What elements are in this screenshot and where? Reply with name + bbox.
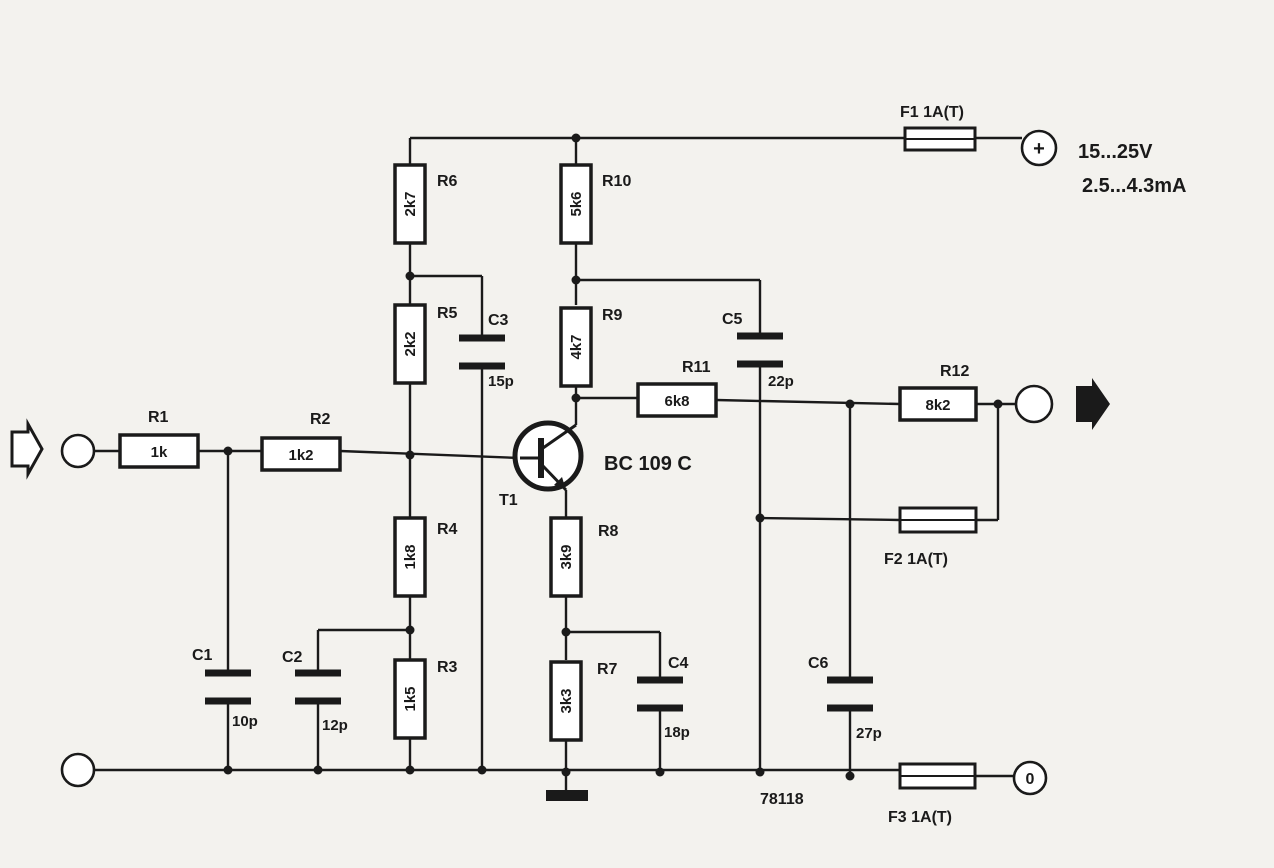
fuse-label: F2 1A(T) [884, 551, 948, 568]
fuse-f1: F1 1A(T) [900, 104, 977, 152]
junction-dot [845, 399, 855, 409]
resistor-ref: R4 [437, 521, 458, 538]
junction-dot [313, 765, 323, 775]
resistor-ref: R7 [597, 661, 618, 678]
junction-dot [571, 133, 581, 143]
resistor-ref: R3 [437, 659, 458, 676]
resistor-value: 1k2 [288, 447, 313, 464]
resistor-value: 1k [151, 444, 168, 461]
resistor-ref: R5 [437, 305, 458, 322]
supply-plus-terminal: + [1020, 129, 1058, 167]
fuse-label: F1 1A(T) [900, 104, 964, 121]
capacitor-ref: C2 [282, 649, 303, 666]
resistor-r1: 1k R1 [118, 409, 200, 469]
resistor-r2: 1k2 R2 [260, 411, 342, 472]
capacitor-value: 15p [488, 373, 514, 390]
output-arrow-icon [1076, 378, 1110, 430]
transistor-t1: BC 109 C T1 [499, 420, 692, 509]
capacitor-c5: C5 22p [722, 311, 794, 390]
junction-dot [405, 625, 415, 635]
resistor-ref: R12 [940, 363, 969, 380]
junctions [223, 133, 1003, 781]
resistor-value: 8k2 [925, 397, 950, 414]
capacitor-value: 22p [768, 373, 794, 390]
junction-dot [655, 767, 665, 777]
junction-dot [561, 767, 571, 777]
capacitor-c1: C1 10p [192, 647, 258, 730]
capacitor-c6: C6 27p [808, 655, 882, 742]
transistor-type: BC 109 C [604, 453, 692, 475]
supply-voltage: 15...25V [1078, 141, 1153, 163]
capacitor-ref: C6 [808, 655, 829, 672]
supply-ground-terminal: 0 [1012, 760, 1048, 796]
resistor-ref: R1 [148, 409, 169, 426]
resistor-r8: 3k9 R8 [549, 516, 619, 598]
resistor-ref: R10 [602, 173, 631, 190]
output-terminal [1014, 384, 1054, 424]
resistor-r11: 6k8 R11 [636, 359, 718, 418]
resistor-value: 3k3 [558, 688, 575, 713]
resistor-r4: 1k8 R4 [393, 516, 458, 598]
resistor-ref: R6 [437, 173, 458, 190]
junction-dot [405, 765, 415, 775]
capacitor-ref: C1 [192, 647, 213, 664]
resistor-r7: 3k3 R7 [549, 660, 618, 742]
fuse-label: F3 1A(T) [888, 809, 952, 826]
fuse-f2: F2 1A(T) [884, 506, 978, 568]
plus-symbol: + [1033, 138, 1045, 160]
resistor-r12: 8k2 R12 [898, 363, 978, 422]
resistor-value: 6k8 [664, 393, 689, 410]
junction-dot [405, 450, 415, 460]
supply-current: 2.5...4.3mA [1082, 175, 1187, 197]
junction-dot [223, 446, 233, 456]
junction-dot [571, 393, 581, 403]
resistor-ref: R2 [310, 411, 331, 428]
junction-dot [477, 765, 487, 775]
resistor-ref: R11 [682, 359, 711, 376]
junction-dot [571, 275, 581, 285]
capacitor-value: 27p [856, 725, 882, 742]
capacitor-ref: C5 [722, 311, 743, 328]
junction-dot [561, 627, 571, 637]
resistor-r9: 4k7 R9 [559, 306, 623, 388]
input-ground-terminal [60, 752, 96, 788]
drawing-number: 78118 [760, 791, 804, 808]
input-terminal [60, 433, 96, 469]
resistor-value: 1k5 [402, 686, 419, 711]
junction-dot [755, 767, 765, 777]
capacitor-value: 10p [232, 713, 258, 730]
capacitor-ref: C3 [488, 312, 509, 329]
resistor-value: 4k7 [568, 334, 585, 359]
resistor-r3: 1k5 R3 [393, 658, 458, 740]
junction-dot [845, 771, 855, 781]
junction-dot [755, 513, 765, 523]
capacitor-ref: C4 [668, 655, 689, 672]
transistor-ref: T1 [499, 492, 518, 509]
junction-dot [405, 271, 415, 281]
resistor-r5: 2k2 R5 [393, 303, 458, 385]
capacitor-c2: C2 12p [282, 649, 348, 734]
resistor-r10: 5k6 R10 [559, 163, 631, 245]
resistor-value: 2k2 [402, 331, 419, 356]
junction-dot [993, 399, 1003, 409]
resistor-value: 1k8 [402, 544, 419, 569]
capacitor-value: 12p [322, 717, 348, 734]
resistor-ref: R8 [598, 523, 619, 540]
junction-dot [223, 765, 233, 775]
fuse-f3: F3 1A(T) [888, 762, 977, 826]
ground-symbol [546, 790, 588, 801]
resistor-value: 2k7 [402, 191, 419, 216]
input-arrow-icon [10, 418, 44, 480]
resistor-value: 5k6 [568, 191, 585, 216]
ground-terminal-symbol: 0 [1026, 771, 1035, 788]
resistor-value: 3k9 [558, 544, 575, 569]
resistor-r6: 2k7 R6 [393, 163, 458, 245]
capacitor-c3: C3 15p [459, 312, 514, 390]
capacitor-value: 18p [664, 724, 690, 741]
resistor-ref: R9 [602, 307, 623, 324]
capacitor-c4: C4 18p [637, 655, 690, 741]
